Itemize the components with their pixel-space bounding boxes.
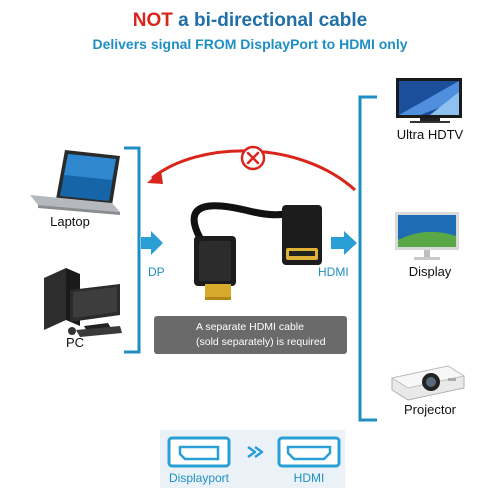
destination-bracket [358,95,377,422]
page-title: NOT a bi-directional cable [0,10,500,32]
title-rest: a bi-directional cable [172,10,368,31]
x-circle-icon [240,145,266,171]
desktop-pc-icon [44,268,122,337]
source-bracket [124,146,141,354]
monitor-icon [395,212,459,260]
projector-icon [390,365,466,401]
double-chevron-right-icon [247,445,264,459]
title-not-word: NOT [132,10,173,31]
ultra-hdtv-label: Ultra HDTV [396,127,464,142]
display-label: Display [408,264,452,279]
cable-note-box [154,316,347,354]
laptop-label: Laptop [50,214,90,229]
hdmi-port-label: HDMI [293,471,325,485]
tv-icon [396,78,462,123]
hdmi-output-arrow [331,231,357,255]
adapter-cable-icon [190,202,322,300]
laptop-icon [30,150,120,215]
hdmi-output-label: HDMI [318,265,349,279]
hdmi-port-icon [277,436,341,468]
displayport-label: Displayport [168,471,230,485]
displayport-port-icon [167,436,231,468]
dp-label: DP [148,265,165,279]
page-subtitle: Delivers signal FROM DisplayPort to HDMI… [92,36,408,52]
pc-label: PC [65,335,85,350]
cable-note-text: A separate HDMI cable (sold separately) … [196,320,346,350]
note-line-2: (sold separately) is required [196,336,326,348]
projector-label: Projector [403,402,457,417]
dp-input-arrow [141,231,163,255]
note-line-1: A separate HDMI cable [196,321,304,333]
reverse-arrow-head [147,170,163,184]
